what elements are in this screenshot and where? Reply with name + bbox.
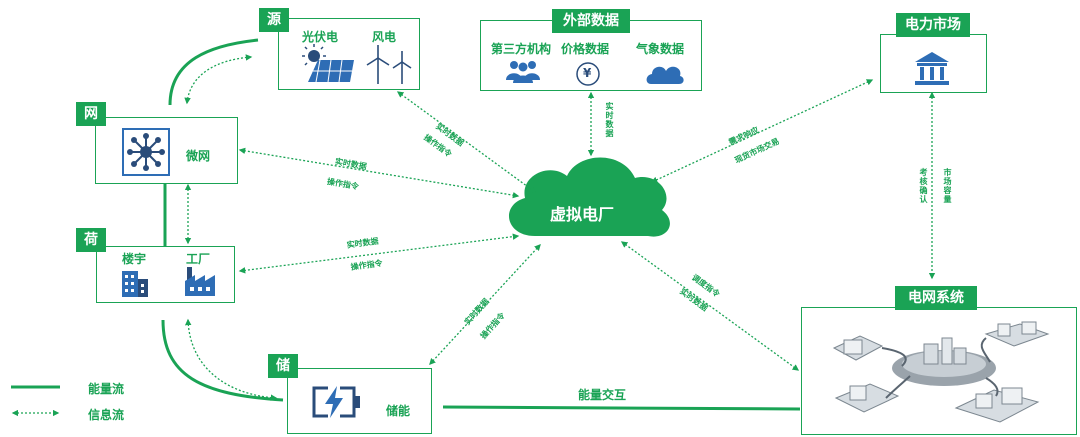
building-label: 楼宇 <box>122 252 147 266</box>
info-flow-grid-vpp <box>620 241 800 371</box>
load-tag: 荷 <box>76 228 106 252</box>
yen-coin-icon <box>576 62 600 86</box>
vpp-label: 虚拟电厂 <box>550 205 615 224</box>
energy-flows <box>161 38 801 411</box>
legend-energy-label: 能量流 <box>88 382 125 396</box>
building-icon <box>122 271 148 297</box>
microgrid-hub-icon <box>122 128 170 176</box>
weather-data-label: 气象数据 <box>636 42 685 56</box>
info-flow-source-vpp <box>396 91 537 193</box>
storage-label: 储能 <box>386 404 411 418</box>
external-data-tag: 外部数据 <box>552 9 630 33</box>
external-vpp-label: 实时数据 <box>605 102 614 138</box>
price-data-label: 价格数据 <box>561 42 610 56</box>
vpp-cloud <box>508 157 670 237</box>
factory-icon <box>185 267 215 296</box>
info-flows <box>184 54 936 401</box>
info-flow-micro-vpp <box>238 147 520 199</box>
energy-flow-source-micro <box>168 38 259 106</box>
energy-flow-storage-grid <box>442 405 801 411</box>
yen-symbol: ¥ <box>583 66 592 80</box>
grid-system-illustration <box>832 321 1050 423</box>
market-grid-label-left: 考核确认 <box>919 168 928 204</box>
battery-charging-icon <box>312 386 360 418</box>
market-grid-label-right: 市场容量 <box>943 168 952 204</box>
source-tag: 源 <box>259 8 289 32</box>
info-flow-source-micro <box>184 54 253 105</box>
people-icon <box>506 61 540 83</box>
third-party-label: 第三方机构 <box>491 42 552 56</box>
info-flow-market-vpp <box>650 79 874 183</box>
storage-tag: 储 <box>268 354 298 378</box>
energy-flow-load-storage <box>161 319 284 402</box>
grid-system-tag: 电网系统 <box>895 286 977 310</box>
info-flow-load-storage <box>184 318 278 401</box>
weather-cloud-icon <box>646 66 684 84</box>
energy-exchange-label: 能量交互 <box>578 388 627 402</box>
info-flow-storage-vpp <box>429 244 541 365</box>
grid-tag: 网 <box>76 102 106 126</box>
market-building-icon <box>915 52 949 85</box>
wind-turbine-icon <box>366 45 412 84</box>
factory-label: 工厂 <box>186 252 211 266</box>
wind-label: 风电 <box>372 30 397 44</box>
info-flow-load-vpp <box>238 233 520 274</box>
solar-panel-icon <box>302 44 354 83</box>
legend-info-label: 信息流 <box>88 408 125 422</box>
microgrid-label: 微网 <box>186 149 211 163</box>
pv-label: 光伏电 <box>302 30 339 44</box>
power-market-tag: 电力市场 <box>896 13 970 37</box>
